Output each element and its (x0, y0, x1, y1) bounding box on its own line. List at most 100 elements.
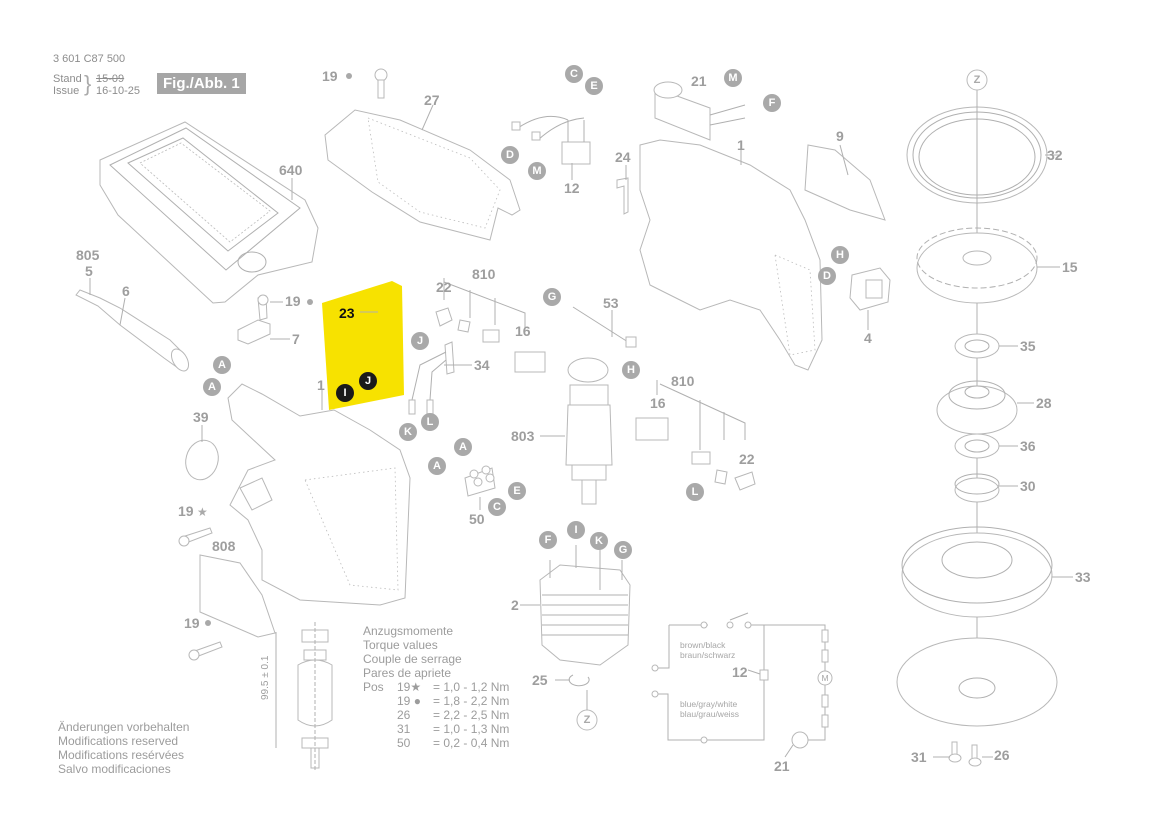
retaining-ring-25 (568, 674, 590, 687)
stand-date: 15-09 (96, 73, 125, 85)
sanding-sheet-808 (199, 554, 276, 638)
svg-text:G: G (619, 544, 628, 556)
leader-lines (89, 104, 1073, 758)
callout-M1[interactable]: M (528, 162, 546, 180)
callout-G1[interactable]: G (543, 288, 561, 306)
terminal-block-50 (464, 465, 496, 497)
label-640: 640 (279, 162, 303, 178)
torque-title-es: Pares de apriete (363, 666, 452, 680)
screw-19-star (178, 527, 213, 547)
brush-810 (482, 329, 500, 343)
torque-row: 26= 2,2 - 2,5 Nm (397, 708, 510, 722)
svg-text:E: E (513, 485, 520, 497)
label-19-top: 19 (322, 68, 338, 84)
bracket-810a (443, 278, 526, 330)
callout-H1[interactable]: H (622, 361, 640, 379)
screw-26 (968, 744, 982, 767)
bottom-wire-en: blue/gray/white (680, 699, 737, 709)
bottom-wire-de: blau/grau/weiss (680, 709, 739, 719)
callout-A4[interactable]: A (428, 457, 446, 475)
torque-row: 31= 1,0 - 1,3 Nm (397, 722, 510, 736)
svg-text:L: L (692, 486, 699, 498)
washer-36 (954, 433, 1000, 459)
callout-J2[interactable]: J (411, 332, 429, 350)
callout-C2[interactable]: C (488, 498, 506, 516)
callout-E1[interactable]: E (585, 77, 603, 95)
label-34: 34 (474, 357, 490, 373)
label-4: 4 (864, 330, 872, 346)
spring-810b (714, 469, 728, 485)
callout-E2[interactable]: E (508, 482, 526, 500)
armature-dimension-drawing (275, 622, 333, 772)
label-31: 31 (911, 749, 927, 765)
svg-text:Z: Z (584, 714, 591, 726)
svg-text:J: J (417, 335, 423, 347)
svg-text:I: I (343, 387, 346, 399)
svg-text:K: K (404, 426, 412, 438)
callout-D1[interactable]: D (501, 146, 519, 164)
svg-text:Z: Z (974, 74, 981, 86)
svg-text:A: A (433, 460, 441, 472)
brush-holder-34 (408, 341, 455, 415)
callout-J1[interactable]: J (359, 372, 377, 390)
torque-dot-icon (346, 73, 352, 79)
label-12-wiring: 12 (732, 664, 748, 680)
torque-title-fr: Couple de serrage (363, 652, 462, 666)
issue-date: 16-10-25 (96, 85, 141, 97)
clip-22b (734, 471, 756, 491)
label-19-mid: 19 (285, 293, 301, 309)
callout-A2[interactable]: A (203, 378, 221, 396)
label-810-top: 810 (472, 266, 496, 282)
callout-K2[interactable]: K (590, 532, 608, 550)
callout-M2[interactable]: M (724, 69, 742, 87)
callout-L1[interactable]: L (421, 413, 439, 431)
callout-Z1[interactable]: Z (966, 69, 988, 91)
callout-C1[interactable]: C (565, 65, 583, 83)
callout-F2[interactable]: F (539, 531, 557, 549)
label-53: 53 (603, 295, 619, 311)
callout-D2[interactable]: D (818, 267, 836, 285)
label-1-right: 1 (737, 137, 745, 153)
callout-H2[interactable]: H (831, 246, 849, 264)
svg-text:K: K (595, 535, 603, 547)
spring-810 (457, 319, 471, 333)
label-25: 25 (532, 672, 548, 688)
screw-19-bottom (188, 641, 223, 661)
callout-I1[interactable]: I (336, 384, 354, 402)
svg-text:I: I (574, 524, 577, 536)
housing-half-1 (227, 383, 411, 606)
callout-L2[interactable]: L (686, 483, 704, 501)
modifications-note: Änderungen vorbehalten Modifications res… (58, 720, 190, 776)
highlight-box-23[interactable] (322, 281, 404, 410)
sanding-pad-33 (901, 526, 1053, 618)
callout-A1[interactable]: A (213, 356, 231, 374)
label-35: 35 (1020, 338, 1036, 354)
svg-text:D: D (506, 149, 514, 161)
protection-pad (896, 637, 1058, 727)
cover-27 (324, 109, 521, 241)
fan-15 (916, 227, 1038, 304)
callout-F1[interactable]: F (763, 94, 781, 112)
torque-title-de: Anzugsmomente (363, 624, 454, 638)
stand-label: Stand (53, 73, 82, 85)
label-23[interactable]: 23 (339, 305, 355, 321)
callout-Z2[interactable]: Z (576, 709, 598, 731)
sanding-sheet-9 (804, 144, 886, 221)
svg-text:A: A (459, 441, 467, 453)
callout-I2[interactable]: I (567, 521, 585, 539)
svg-text:E: E (590, 80, 597, 92)
dust-box-640 (99, 121, 319, 304)
figure-label: Fig./Abb. 1 (157, 73, 246, 94)
callout-A3[interactable]: A (454, 438, 472, 456)
cable-53 (572, 306, 637, 348)
callout-G2[interactable]: G (614, 541, 632, 559)
bearing-flange-28 (936, 380, 1018, 435)
brush-holder-16a (514, 351, 546, 373)
top-wire-de: braun/schwarz (680, 650, 735, 660)
torque-star-icon: ★ (197, 505, 208, 519)
callout-K1[interactable]: K (399, 423, 417, 441)
label-6: 6 (122, 283, 130, 299)
label-21-top: 21 (691, 73, 707, 89)
bearing-30 (954, 473, 1000, 503)
